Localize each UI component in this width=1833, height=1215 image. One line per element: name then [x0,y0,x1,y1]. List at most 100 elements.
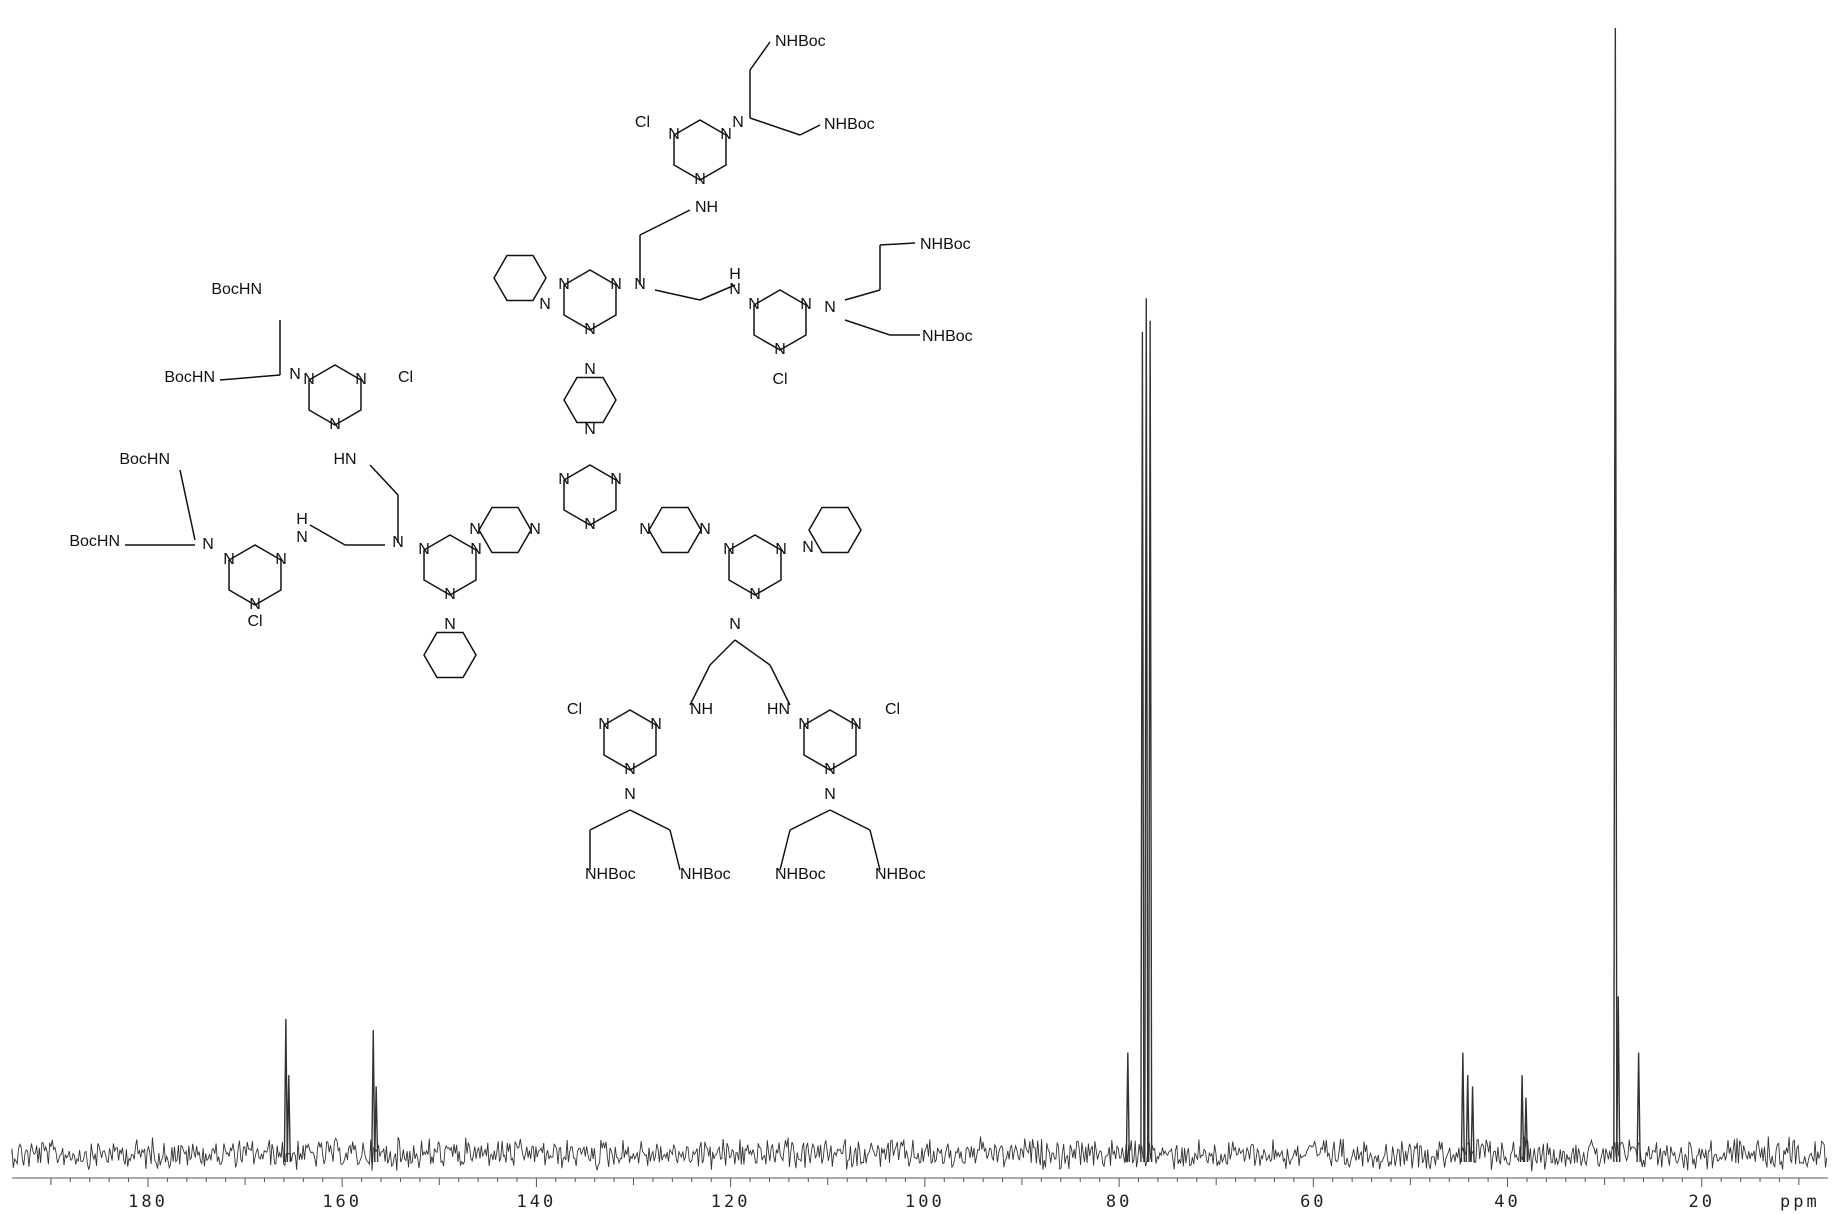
x-tick-label: 80 [1106,1192,1132,1212]
triazine-n-label: N [610,471,622,488]
boc-label: NHBoc [920,236,971,253]
spectrum-peak [1523,1097,1529,1163]
bond-line [829,809,871,831]
triazine-n-label: N [275,551,287,568]
triazine-ring [728,534,782,596]
triazine-n-label: N [824,761,836,778]
bond-line [789,809,831,831]
spectrum-peak [1140,332,1145,1163]
atom-label: N [639,521,651,538]
atom-label: N [824,786,836,803]
bond-line [369,464,399,496]
chloro-label: Cl [772,371,787,388]
boc-label: NHBoc [824,116,875,133]
atom-label: N [539,296,551,313]
triazine-ring [228,544,282,606]
bond-line [689,664,711,706]
x-tick-label: 60 [1300,1192,1326,1212]
triazine-n-label: N [650,716,662,733]
triazine-n-label: N [774,341,786,358]
bond-line [589,809,631,831]
triazine-ring [423,534,477,596]
atom-label: N [732,114,744,131]
bond-line [749,41,771,71]
triazine-n-label: N [249,596,261,613]
atom-label: H [729,266,741,283]
triazine-ring [308,364,362,426]
triazine-n-label: N [610,276,622,293]
spectrum-peak [286,1075,291,1163]
triazine-n-label: N [558,471,570,488]
spectrum-trace [11,1136,1828,1172]
spectrum-peak [1460,1052,1466,1163]
chloro-label: Cl [247,613,262,630]
triazine-ring [753,289,807,351]
bond-line [654,289,701,301]
triazine-n-label: N [748,296,760,313]
triazine-n-label: N [598,716,610,733]
bond-line [669,829,681,871]
piperazine-ring [648,506,702,554]
bond-line [869,829,881,871]
x-tick-label: 120 [711,1192,751,1212]
triazine-n-label: N [775,541,787,558]
chloro-label: Cl [885,701,900,718]
bond-line [639,209,691,236]
chloro-label: Cl [635,114,650,131]
x-tick-label: 180 [128,1192,168,1212]
spectrum-peak [373,1086,379,1163]
triazine-n-label: N [850,716,862,733]
x-tick-label: 40 [1494,1192,1520,1212]
spectrum-peak [1465,1075,1470,1163]
atom-label: N [469,521,481,538]
bond-line [749,117,801,136]
triazine-n-label: N [418,541,430,558]
atom-label: N [584,421,596,438]
triazine-n-label: N [749,586,761,603]
x-tick-label: 160 [322,1192,362,1212]
spectrum-peak [1519,1075,1525,1163]
spectrum-peak [371,1030,376,1163]
bond-line [709,639,736,666]
x-tick-label: 100 [905,1192,945,1212]
bond-line [309,524,346,546]
triazine-n-label: N [798,716,810,733]
bond-line [799,124,821,136]
boc-label: BocHN [211,281,262,298]
atom-label: N [584,361,596,378]
atom-label: HN [767,701,790,718]
piperidine-ring [423,631,477,679]
atom-label: N [289,366,301,383]
bond-line [699,284,736,301]
bond-line [844,289,881,301]
atom-label: N [824,299,836,316]
triazine-n-label: N [584,321,596,338]
piperazine-ring [563,376,617,424]
spectrum-plot-area [11,27,1828,1172]
atom-label: N [729,616,741,633]
triazine-n-label: N [444,586,456,603]
spectrum-peak [1470,1086,1475,1163]
triazine-ring [803,709,857,771]
triazine-n-label: N [800,296,812,313]
atom-label: N [624,786,636,803]
triazine-n-label: N [694,171,706,188]
atom-label: N [699,521,711,538]
x-axis-label: ppm [1780,1192,1820,1212]
triazine-n-label: N [584,516,596,533]
atom-label: N [529,521,541,538]
atom-label: H [296,511,308,528]
bond-line [844,319,891,336]
atom-label: N [729,281,741,298]
spectrum-peak [1613,27,1618,1163]
triazine-n-label: N [223,551,235,568]
atom-label: NH [695,199,718,216]
chloro-label: Cl [567,701,582,718]
atom-label: N [296,529,308,546]
atom-label: N [802,539,814,556]
bond-line [769,664,791,706]
spectrum-peak [1616,996,1621,1163]
